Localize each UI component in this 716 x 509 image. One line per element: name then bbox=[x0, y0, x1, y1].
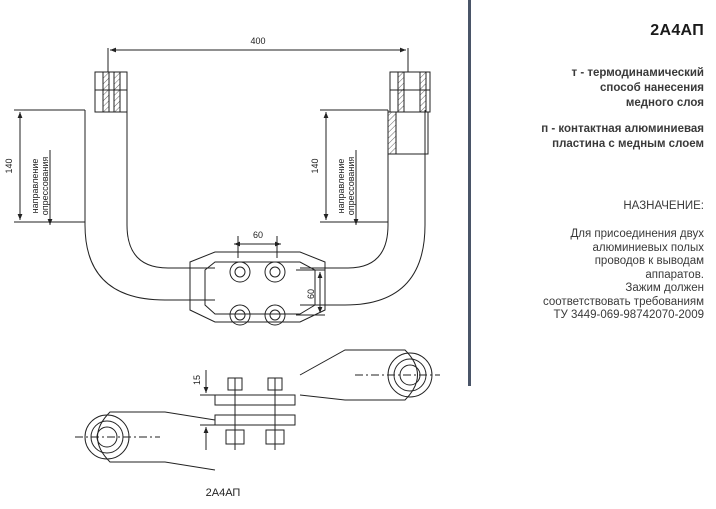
label-thickness-15: 15 bbox=[192, 375, 202, 385]
purpose-line: аппаратов. bbox=[645, 268, 704, 281]
purpose-line: алюминиевых полых bbox=[592, 241, 704, 254]
dim-bolt-spacing-v-60 bbox=[296, 269, 325, 316]
description-panel: 2А4АП т - термодинамический способ нанес… bbox=[476, 0, 712, 509]
dim-bolt-spacing-h-60 bbox=[234, 236, 281, 258]
right-sleeve bbox=[387, 71, 431, 155]
purpose-line: Зажим должен bbox=[625, 282, 704, 294]
note-p-line: пластина с медным слоем bbox=[552, 138, 704, 150]
bolt-top-left bbox=[229, 261, 251, 283]
dim-width-400 bbox=[107, 47, 409, 72]
clamp-technical-drawing: 400 140 140 направление опрессования нап… bbox=[4, 36, 440, 499]
contact-plate bbox=[189, 251, 326, 323]
note-contact-plate: п - контактная алюминиевая пластина с ме… bbox=[541, 122, 704, 152]
side-view-plate bbox=[214, 377, 296, 450]
side-view-right-lug bbox=[299, 349, 440, 401]
label-press-direction-left-1: направление bbox=[30, 159, 40, 214]
note-p-line: п - контактная алюминиевая bbox=[541, 123, 704, 135]
side-view-left-lug bbox=[75, 411, 216, 471]
panel-divider bbox=[468, 0, 471, 386]
bolt-bottom-left bbox=[229, 304, 251, 326]
label-height-right-140: 140 bbox=[310, 158, 320, 173]
bolt-bottom-right bbox=[264, 304, 286, 326]
model-title: 2А4АП bbox=[650, 22, 704, 39]
bolt-top-right bbox=[264, 261, 286, 283]
dim-height-right-140 bbox=[320, 109, 388, 225]
purpose-line: ТУ 3449-069-98742070-2009 bbox=[553, 309, 704, 321]
drawing-caption: 2А4АП bbox=[206, 487, 241, 499]
label-width-400: 400 bbox=[250, 36, 265, 46]
label-bolt-spacing-v-60: 60 bbox=[306, 289, 316, 299]
dim-height-left-140 bbox=[14, 109, 85, 225]
label-bolt-spacing-h-60: 60 bbox=[253, 230, 263, 240]
note-t-line: медного слоя bbox=[625, 97, 704, 109]
purpose-heading: НАЗНАЧЕНИЕ: bbox=[623, 200, 704, 212]
left-sleeve bbox=[94, 71, 128, 113]
label-press-direction-right-1: направление bbox=[336, 159, 346, 214]
purpose-line: Для присоединения двух bbox=[570, 228, 704, 240]
label-press-direction-right-2: опрессования bbox=[346, 157, 356, 216]
purpose-line: соответствовать требованиям bbox=[543, 295, 704, 308]
note-thermodynamic: т - термодинамический способ нанесения м… bbox=[572, 66, 704, 111]
note-t-line: способ нанесения bbox=[600, 82, 704, 94]
label-press-direction-left-2: опрессования bbox=[40, 157, 50, 216]
u-conductor bbox=[84, 110, 426, 306]
dim-thickness-15 bbox=[200, 370, 218, 450]
purpose-line: проводов к выводам bbox=[594, 255, 704, 267]
purpose-text: Для присоединения двух алюминиевых полых… bbox=[543, 228, 704, 323]
label-height-left-140: 140 bbox=[4, 158, 14, 173]
note-t-line: т - термодинамический bbox=[571, 67, 704, 79]
